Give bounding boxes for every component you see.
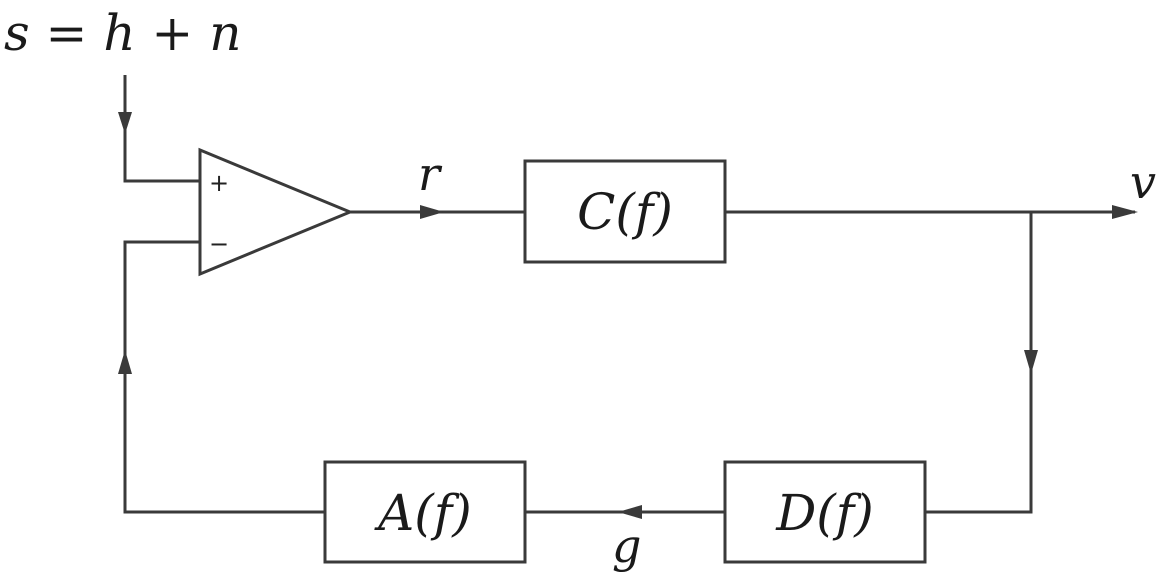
input-arrow: [118, 112, 132, 134]
actuator-block: [323, 460, 527, 564]
error-arrow: [420, 205, 444, 219]
input-wire: [123, 75, 200, 183]
feedback-block-label: D(f): [775, 484, 874, 542]
error-label: r: [418, 147, 443, 201]
feedback-arrow: [618, 505, 642, 519]
output-label: v: [1130, 155, 1156, 209]
actuator-label: A(f): [374, 484, 472, 542]
output-arrow: [1112, 205, 1138, 219]
minus-sign: −: [209, 230, 229, 258]
return-arrow: [118, 350, 132, 374]
controller-block: [523, 159, 727, 264]
return-wire: [123, 240, 325, 514]
branch-wire: [925, 212, 1033, 514]
input-label: s = h + n: [4, 4, 241, 62]
plus-sign: +: [209, 169, 229, 197]
controller-label: C(f): [577, 183, 673, 241]
branch-arrow: [1024, 350, 1038, 374]
summing-amplifier: [198, 147, 354, 277]
feedback-label: g: [612, 519, 641, 573]
